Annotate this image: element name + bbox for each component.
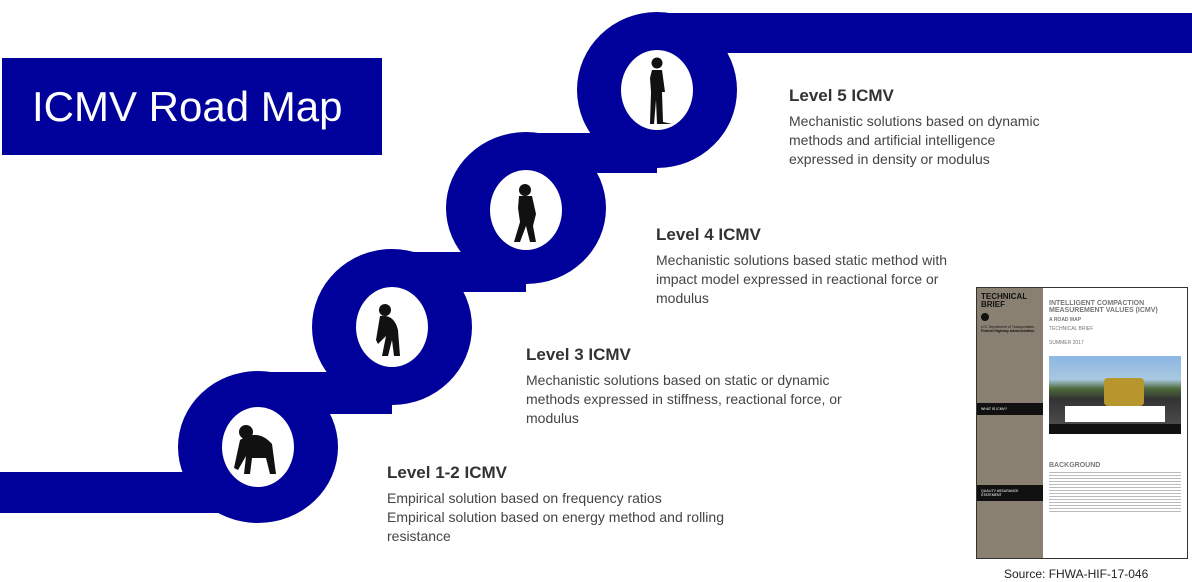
level-4-block: Level 4 ICMV Mechanistic solutions based… [656,225,947,308]
source-caption: Source: FHWA-HIF-17-046 [1004,567,1149,581]
doc-body-text [1049,472,1181,512]
technical-brief-thumbnail: TECHNICAL BRIEF U.S. Department of Trans… [976,287,1188,559]
level-heading: Level 5 ICMV [789,86,894,105]
doc-title: INTELLIGENT COMPACTION MEASUREMENT VALUE… [1049,300,1158,314]
doc-section-qa: QUALITY ASSURANCE STATEMENT [977,485,1043,501]
doc-side-title: TECHNICAL BRIEF [981,292,1028,309]
chimpanzee-silhouette-icon [234,425,276,474]
level-description: Mechanistic solutions based on static or… [526,372,842,426]
doc-agency: Federal Highway Administration [981,329,1035,333]
doc-kind: TECHNICAL BRIEF [1049,326,1094,332]
level-3-block: Level 3 ICMV Mechanistic solutions based… [526,345,842,428]
page-title: ICMV Road Map [2,58,382,155]
level-heading: Level 4 ICMV [656,225,761,244]
doc-department: U.S. Department of Transportation [981,325,1035,329]
level-1-2-block: Level 1-2 ICMV Empirical solution based … [387,463,724,546]
early-human-silhouette-icon [514,184,536,242]
level-heading: Level 1-2 ICMV [387,463,507,482]
doc-background-heading: BACKGROUND [1049,462,1101,469]
doc-sidebar: TECHNICAL BRIEF U.S. Department of Trans… [977,288,1043,558]
dot-logo-icon [981,313,989,321]
level-heading: Level 3 ICMV [526,345,631,364]
doc-main: INTELLIGENT COMPACTION MEASUREMENT VALUE… [1049,300,1181,512]
roller-photo [1049,356,1181,434]
level-description: Mechanistic solutions based static metho… [656,252,948,306]
doc-subtitle: A ROAD MAP [1049,317,1082,323]
level-5-block: Level 5 ICMV Mechanistic solutions based… [789,86,1040,169]
ape-silhouette-icon [376,304,400,356]
human-silhouette-icon [650,57,672,124]
level-description: Empirical solution based on frequency ra… [387,490,724,544]
doc-section-what: WHAT IS ICMV? [977,403,1043,415]
doc-date: SUMMER 2017 [1049,340,1084,346]
